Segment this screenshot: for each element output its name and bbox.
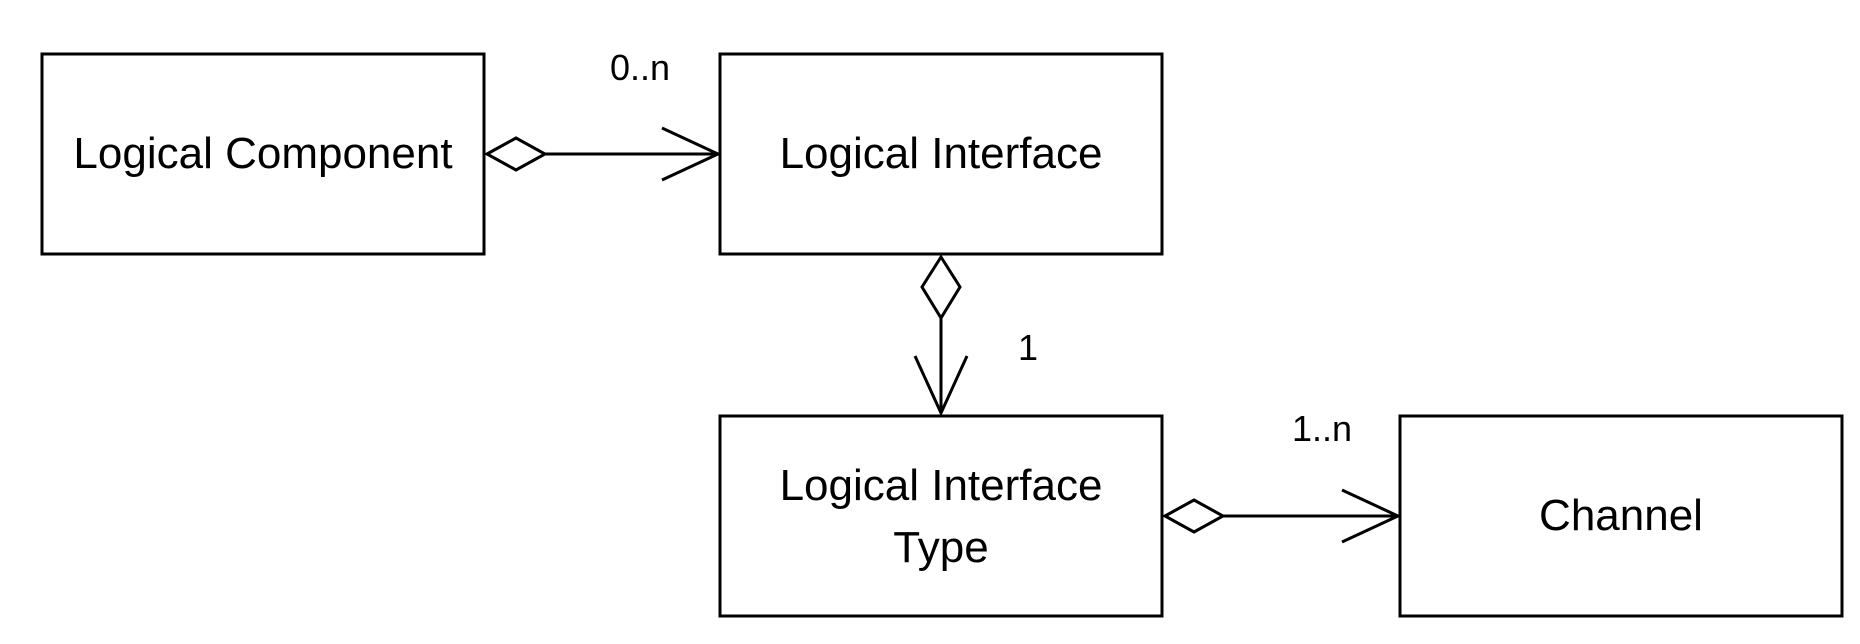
aggregation-type-channel[interactable]: 1..n: [1161, 408, 1402, 544]
logical-interface-type-node[interactable]: Logical Interface Type: [718, 414, 1164, 618]
logical-interface-box: [718, 52, 1164, 256]
logical-component-box: [40, 52, 486, 256]
logical-interface-type-label-line2: Type: [893, 523, 988, 572]
logical-component-label: Logical Component: [73, 129, 452, 178]
logical-interface-node[interactable]: Logical Interface: [718, 52, 1164, 256]
multiplicity-label: 0..n: [610, 47, 670, 88]
logical-component-node[interactable]: Logical Component: [40, 52, 486, 256]
aggregation-diamond-icon: [1161, 498, 1227, 534]
channel-box: [1398, 414, 1844, 618]
logical-interface-type-label-line1: Logical Interface: [780, 461, 1103, 510]
channel-node[interactable]: Channel: [1398, 414, 1844, 618]
multiplicity-label: 1..n: [1292, 408, 1352, 449]
aggregation-component-interface[interactable]: 0..n: [483, 47, 722, 182]
aggregation-diamond-icon: [920, 254, 962, 321]
open-arrowhead-icon: [661, 126, 722, 182]
aggregation-interface-type[interactable]: 1: [913, 254, 1038, 417]
aggregation-diamond-icon: [483, 136, 549, 172]
logical-interface-label: Logical Interface: [780, 129, 1103, 178]
open-arrowhead-icon: [913, 355, 969, 417]
open-arrowhead-icon: [1341, 488, 1402, 544]
channel-label: Channel: [1539, 491, 1703, 540]
multiplicity-label: 1: [1018, 327, 1038, 368]
logical-interface-type-box: [718, 414, 1164, 618]
